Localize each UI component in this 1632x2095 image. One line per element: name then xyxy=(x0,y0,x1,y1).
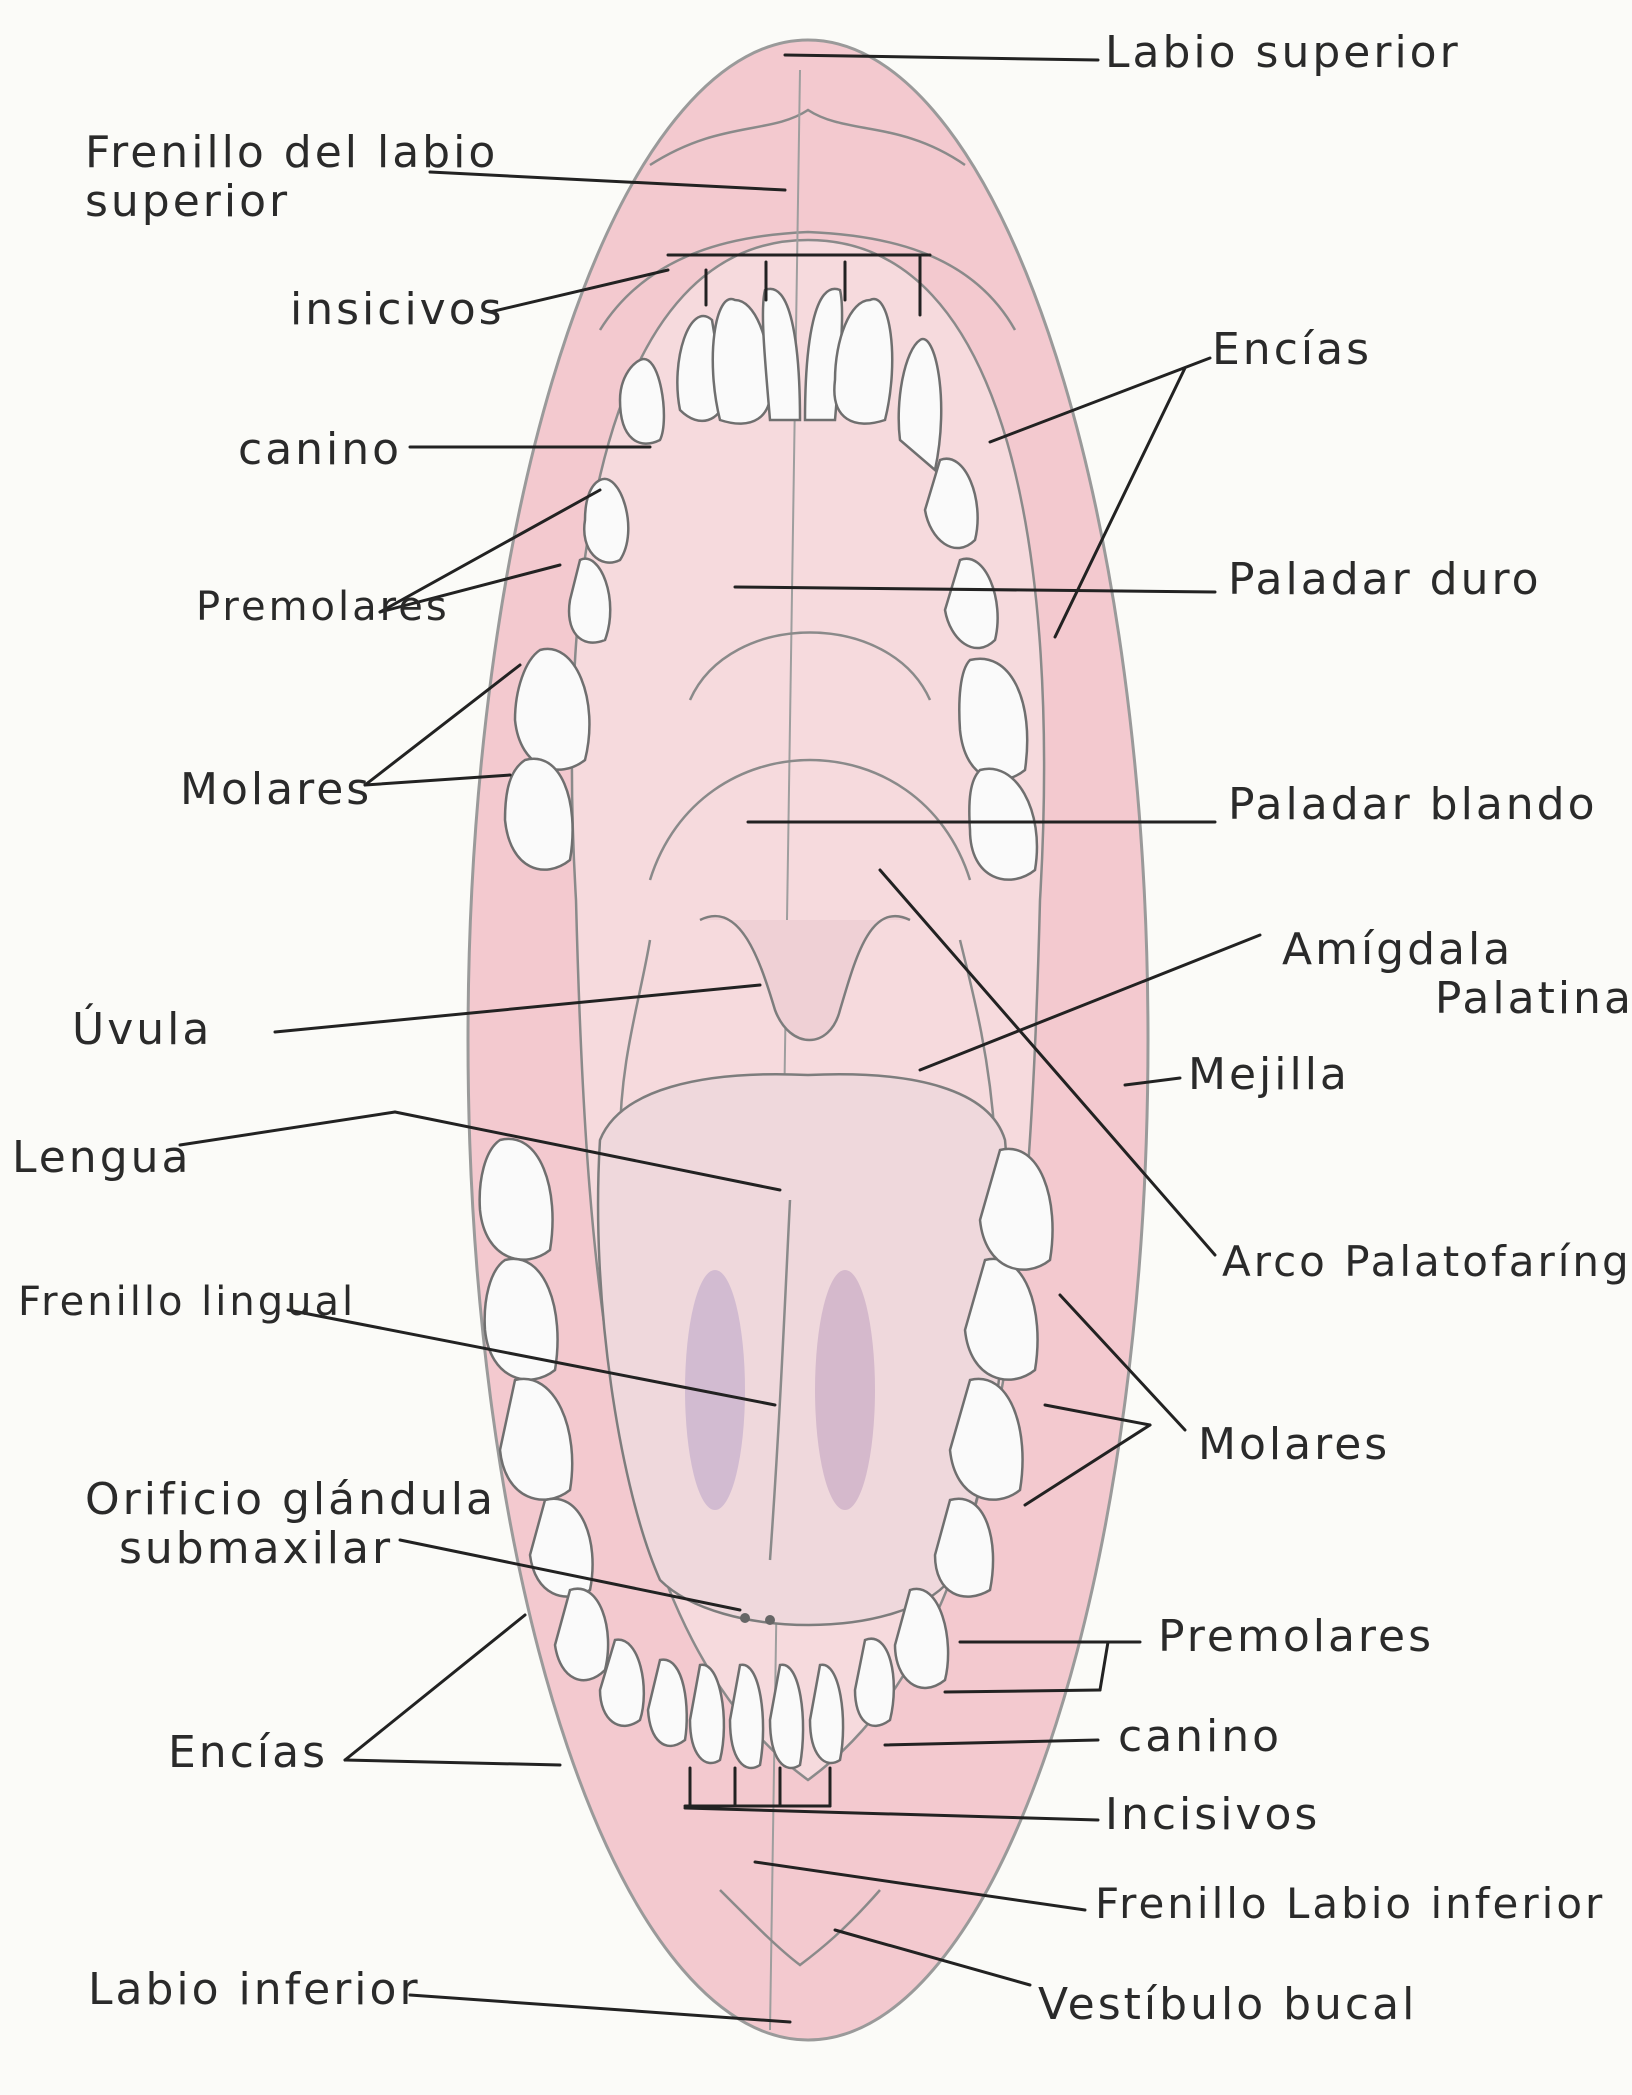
label-encias-inferiores: Encías xyxy=(168,1728,328,1777)
label-canino-inferior: canino xyxy=(1118,1712,1282,1761)
label-paladar-duro: Paladar duro xyxy=(1228,555,1542,604)
label-orificio-glandula-submaxilar: Orificio glándula submaxilar xyxy=(85,1475,496,1574)
label-incisivos-superiores: insicivos xyxy=(290,285,505,334)
label-premolares-superiores: Premolares xyxy=(196,585,450,630)
label-molares-inferiores: Molares xyxy=(1198,1420,1390,1469)
label-labio-superior: Labio superior xyxy=(1105,28,1461,77)
submandibular-orifice-right xyxy=(765,1615,775,1625)
label-premolares-inferiores: Premolares xyxy=(1158,1612,1434,1661)
label-amigdala-palatina: Amígdala Palatina xyxy=(1282,925,1632,1024)
tongue-shadow-right xyxy=(815,1270,875,1510)
submandibular-orifice-left xyxy=(740,1613,750,1623)
label-frenillo-lingual: Frenillo lingual xyxy=(18,1280,356,1325)
label-molares-superiores: Molares xyxy=(180,765,372,814)
label-labio-inferior: Labio inferior xyxy=(88,1965,421,2014)
label-frenillo-labio-inferior: Frenillo Labio inferior xyxy=(1095,1880,1605,1927)
label-mejilla: Mejilla xyxy=(1188,1050,1350,1099)
label-vestibulo-bucal: Vestíbulo bucal xyxy=(1038,1980,1417,2029)
label-encias-superiores: Encías xyxy=(1212,325,1372,374)
label-frenillo-labio-superior: Frenillo del labio superior xyxy=(85,128,498,227)
label-incisivos-inferiores: Incisivos xyxy=(1105,1790,1320,1839)
label-arco-palatofaringeo: Arco Palatofaríngeo xyxy=(1222,1238,1632,1285)
label-uvula: Úvula xyxy=(72,1005,212,1054)
label-canino-superior: canino xyxy=(238,425,402,474)
label-paladar-blando: Paladar blando xyxy=(1228,780,1598,829)
label-lengua: Lengua xyxy=(12,1133,191,1182)
